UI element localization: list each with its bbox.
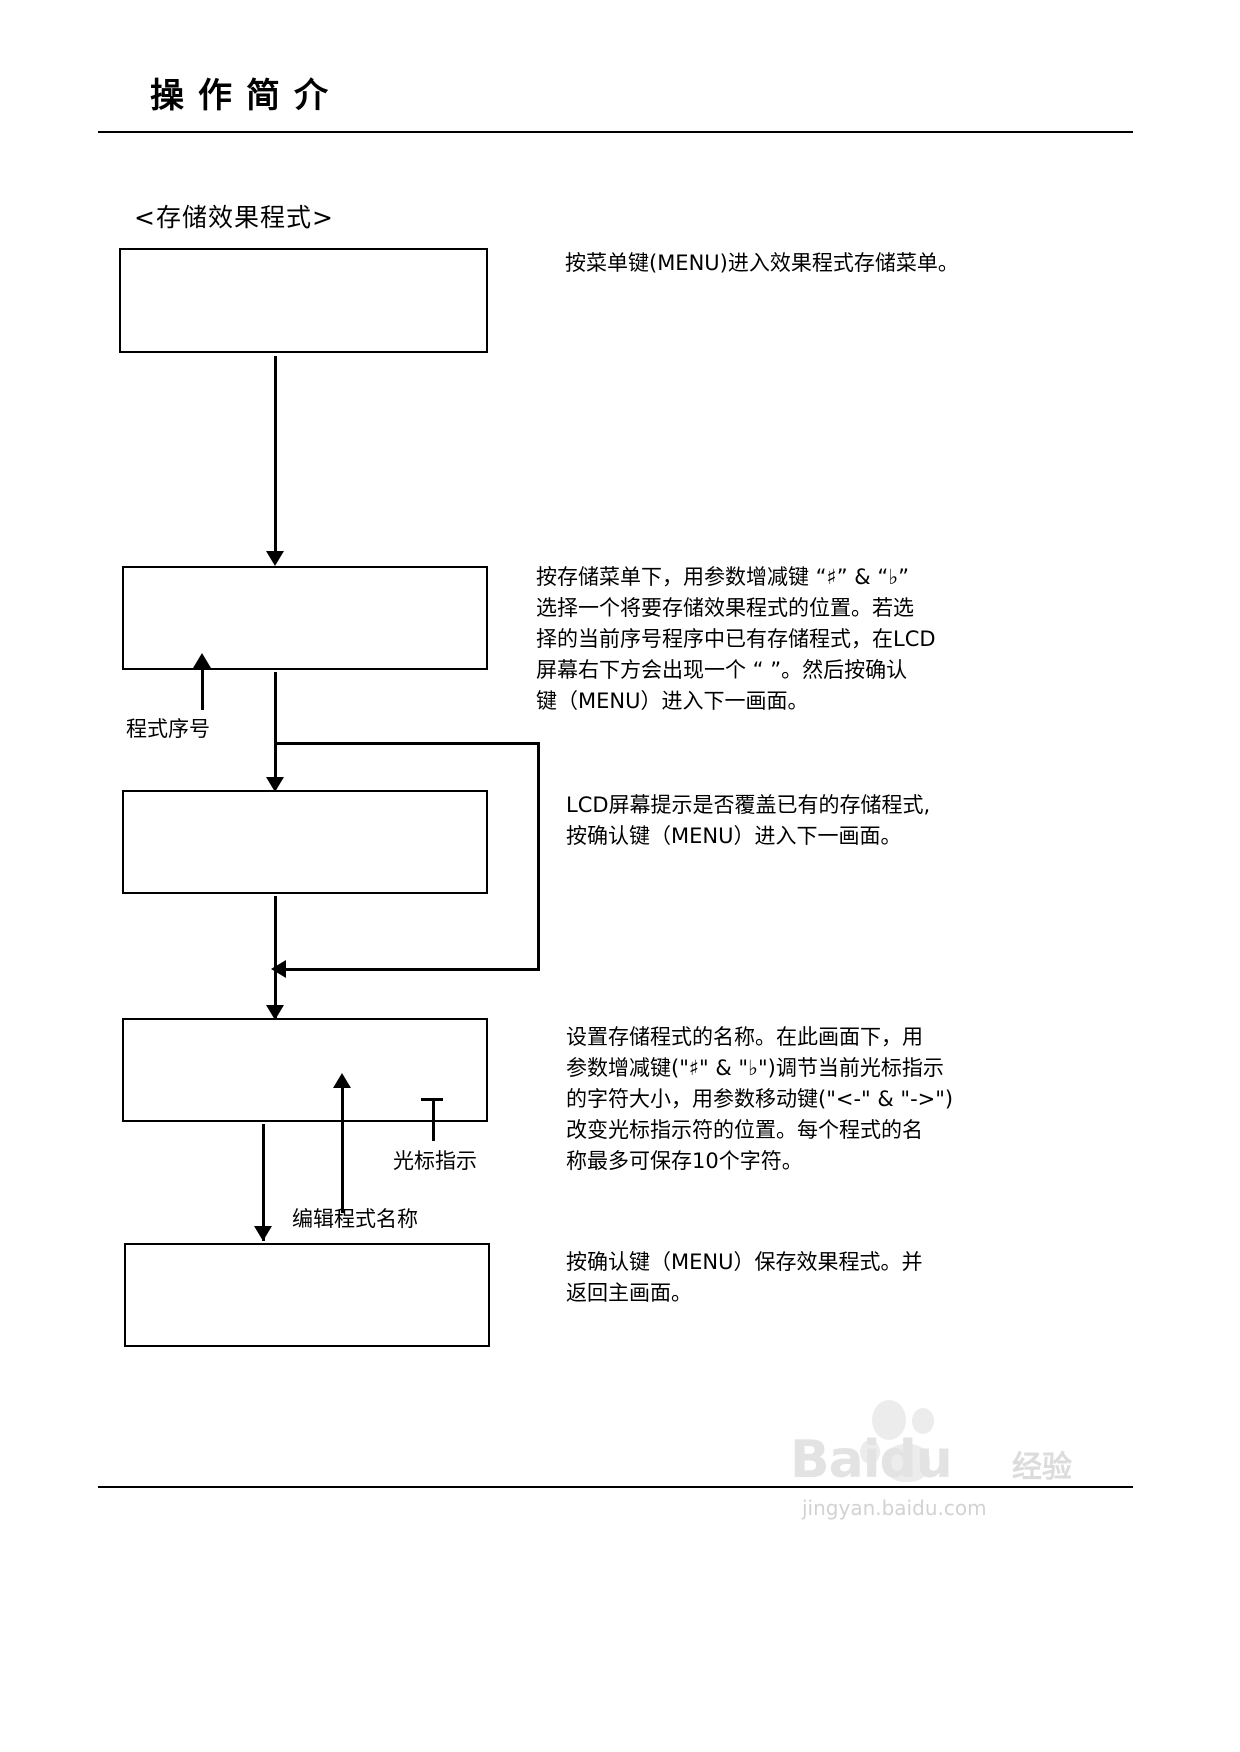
watermark-brand-cn: 经验 bbox=[1012, 1450, 1072, 1485]
callout-program-number: 程式序号 bbox=[126, 717, 210, 741]
connector-step2-step3 bbox=[274, 672, 277, 777]
callout-cursor-indicator: 光标指示 bbox=[393, 1149, 477, 1173]
page-title: 操作简介 bbox=[150, 76, 342, 116]
callout-line-program-number bbox=[201, 668, 204, 710]
callout-line-cursor-indicator bbox=[432, 1101, 435, 1141]
paw-icon bbox=[872, 1400, 906, 1440]
step-3-description: LCD屏幕提示是否覆盖已有的存储程式, 按确认键（MENU）进入下一画面。 bbox=[566, 793, 931, 848]
step-2-description: 按存储菜单下，用参数增减键 “♯” & “♭” 选择一个将要存储效果程式的位置。… bbox=[536, 565, 936, 713]
connector-step3-step4 bbox=[274, 896, 277, 1020]
arrowhead-step3-step4 bbox=[266, 1005, 284, 1020]
paw-icon bbox=[884, 1444, 930, 1482]
lcd-screen-step-5 bbox=[124, 1243, 490, 1347]
arrowhead-step2-step3 bbox=[266, 777, 284, 792]
cursor-indicator-mark bbox=[421, 1098, 443, 1101]
footer-divider bbox=[98, 1486, 1133, 1488]
step-1-description: 按菜单键(MENU)进入效果程式存储菜单。 bbox=[565, 251, 959, 275]
step-4-description: 设置存储程式的名称。在此画面下，用 参数增减键("♯" & "♭")调节当前光标… bbox=[566, 1025, 954, 1173]
lcd-screen-step-4 bbox=[122, 1018, 488, 1122]
loop-line-bottom bbox=[277, 968, 540, 971]
watermark-url: jingyan.baidu.com bbox=[802, 1496, 987, 1520]
arrowhead-step1-step2 bbox=[266, 551, 284, 566]
connector-step4-step5 bbox=[262, 1124, 265, 1241]
section-heading: <存储效果程式> bbox=[134, 203, 334, 232]
paw-icon bbox=[912, 1408, 934, 1434]
paw-icon bbox=[860, 1440, 880, 1464]
watermark-brand: Baidu bbox=[790, 1430, 953, 1490]
lcd-screen-step-1 bbox=[119, 248, 488, 353]
baidu-watermark: Baidu 经验 jingyan.baidu.com bbox=[780, 1400, 1110, 1525]
connector-step1-step2 bbox=[274, 356, 277, 551]
arrowhead-edit-program-name bbox=[333, 1073, 351, 1088]
callout-line-edit-program-name bbox=[341, 1088, 344, 1213]
step-5-description: 按确认键（MENU）保存效果程式。并 返回主画面。 bbox=[566, 1250, 923, 1305]
callout-edit-program-name: 编辑程式名称 bbox=[292, 1207, 418, 1231]
arrowhead-step4-step5 bbox=[254, 1226, 272, 1241]
lcd-screen-step-2 bbox=[122, 566, 488, 670]
arrowhead-program-number bbox=[193, 653, 211, 668]
loop-line-right bbox=[537, 742, 540, 970]
loop-line-top bbox=[274, 742, 540, 745]
lcd-screen-step-3 bbox=[122, 790, 488, 894]
header-divider bbox=[98, 131, 1133, 133]
